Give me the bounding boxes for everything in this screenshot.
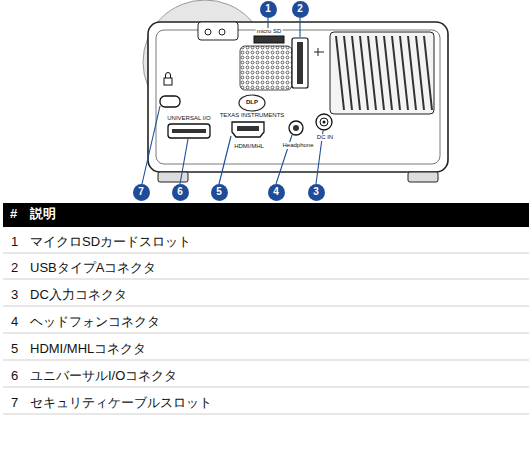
usb-port [292, 38, 324, 88]
callout-number: 7 [138, 187, 144, 197]
row-number: 2 [11, 261, 18, 275]
table-header: # [10, 207, 17, 221]
row-description: DC入力コネクタ [30, 288, 127, 302]
callout-number: 1 [265, 4, 271, 14]
row-description: ユニバーサルI/Oコネクタ [30, 369, 177, 383]
row-number: 6 [11, 369, 18, 383]
row-number: 5 [11, 342, 18, 356]
logo-text: DLP [245, 99, 259, 106]
port-label: UNIVERSAL I/O [166, 115, 211, 122]
row-number: 4 [11, 315, 18, 329]
security-lock [160, 73, 180, 108]
table-header: 説明 [30, 207, 56, 221]
speaker-grille [240, 46, 292, 90]
row-description: マイクロSDカードスロット [30, 235, 191, 249]
logo-text: TEXAS INSTRUMENTS [219, 112, 286, 119]
row-number: 7 [11, 396, 18, 410]
callout-number: 2 [292, 1, 309, 18]
callout-number: 7 [133, 184, 150, 201]
row-number: 1 [11, 235, 18, 249]
air-vents [330, 32, 434, 114]
port-label: micro SD [256, 28, 283, 35]
projector-body [148, 22, 448, 182]
callout-number: 4 [273, 187, 279, 197]
port-label: DC IN [316, 134, 334, 141]
universal-io-port [168, 124, 210, 138]
leader-lines [142, 18, 323, 184]
callout-number: 3 [308, 184, 325, 201]
row-description: USBタイプAコネクタ [30, 261, 156, 275]
callout-number: 2 [297, 4, 303, 14]
hdmi-port [232, 122, 264, 137]
callout-number: 5 [216, 187, 222, 197]
callout-number: 6 [177, 187, 183, 197]
dc-in-jack [316, 114, 332, 130]
port-label: Headphone [281, 142, 314, 149]
table-header-bar [3, 203, 529, 227]
microsd-slot [254, 36, 284, 43]
row-description: セキュリティケーブルスロット [30, 396, 212, 410]
callout-number: 5 [211, 184, 228, 201]
callout-number: 1 [260, 1, 277, 18]
headphone-jack [289, 121, 303, 135]
dlp-logo [239, 95, 265, 111]
row-description: ヘッドフォンコネクタ [30, 315, 160, 329]
row-description: HDMI/MHLコネクタ [30, 342, 146, 356]
callout-number: 3 [313, 187, 319, 197]
table-row-rules [3, 253, 529, 414]
port-label: HDMI/MHL [233, 143, 265, 150]
callout-number: 4 [268, 184, 285, 201]
row-number: 3 [11, 288, 18, 302]
callout-number: 6 [172, 184, 189, 201]
